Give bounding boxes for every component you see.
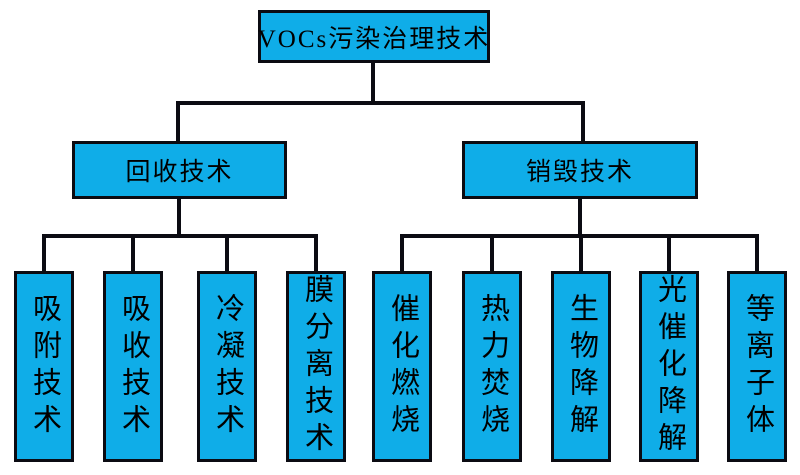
connector-leaf-drop [579, 234, 583, 272]
node-branch-destruction-label: 销毁技术 [525, 159, 634, 186]
node-leaf-condensation: 冷凝技术 [197, 271, 257, 462]
connector-leaf-drop [755, 234, 759, 272]
node-root: VOCs污染治理技术 [258, 10, 490, 63]
node-branch-destruction: 销毁技术 [462, 141, 698, 199]
node-leaf-adsorption-label: 吸附技术 [28, 292, 61, 441]
node-leaf-absorption: 吸收技术 [103, 271, 163, 462]
connector-branch0-rail [42, 234, 318, 238]
node-leaf-absorption-label: 吸收技术 [117, 292, 150, 441]
node-leaf-membrane-separation: 膜分离技术 [286, 271, 346, 462]
connector-branch-drop [176, 101, 180, 143]
connector-leaf-drop [225, 234, 229, 272]
connector-branch1-stem [578, 199, 582, 238]
node-leaf-biodegradation: 生物降解 [551, 271, 611, 462]
node-leaf-photocatalytic-degradation: 光催化降解 [639, 271, 699, 462]
connector-branch0-stem [177, 199, 181, 238]
node-leaf-condensation-label: 冷凝技术 [211, 292, 244, 441]
node-leaf-catalytic-combustion-label: 催化燃烧 [386, 292, 419, 441]
connector-branch-drop [581, 101, 585, 143]
node-leaf-plasma-label: 等离子体 [741, 292, 774, 441]
node-leaf-membrane-separation-label: 膜分离技术 [300, 274, 333, 459]
connector-leaf-drop [490, 234, 494, 272]
connector-branch-rail [176, 101, 585, 105]
node-leaf-catalytic-combustion: 催化燃烧 [372, 271, 432, 462]
node-root-label: VOCs污染治理技术 [257, 25, 491, 53]
connector-leaf-drop [667, 234, 671, 272]
connector-leaf-drop [131, 234, 135, 272]
node-branch-recovery: 回收技术 [72, 141, 287, 199]
node-branch-recovery-label: 回收技术 [125, 159, 234, 186]
connector-leaf-drop [314, 234, 318, 272]
node-leaf-thermal-incineration: 热力焚烧 [462, 271, 522, 462]
node-leaf-thermal-incineration-label: 热力焚烧 [476, 292, 509, 441]
node-leaf-photocatalytic-degradation-label: 光催化降解 [653, 274, 686, 459]
node-leaf-plasma: 等离子体 [727, 271, 787, 462]
node-leaf-biodegradation-label: 生物降解 [565, 292, 598, 441]
node-leaf-adsorption: 吸附技术 [14, 271, 74, 462]
connector-leaf-drop [42, 234, 46, 272]
connector-root-stem [371, 63, 375, 105]
connector-leaf-drop [400, 234, 404, 272]
